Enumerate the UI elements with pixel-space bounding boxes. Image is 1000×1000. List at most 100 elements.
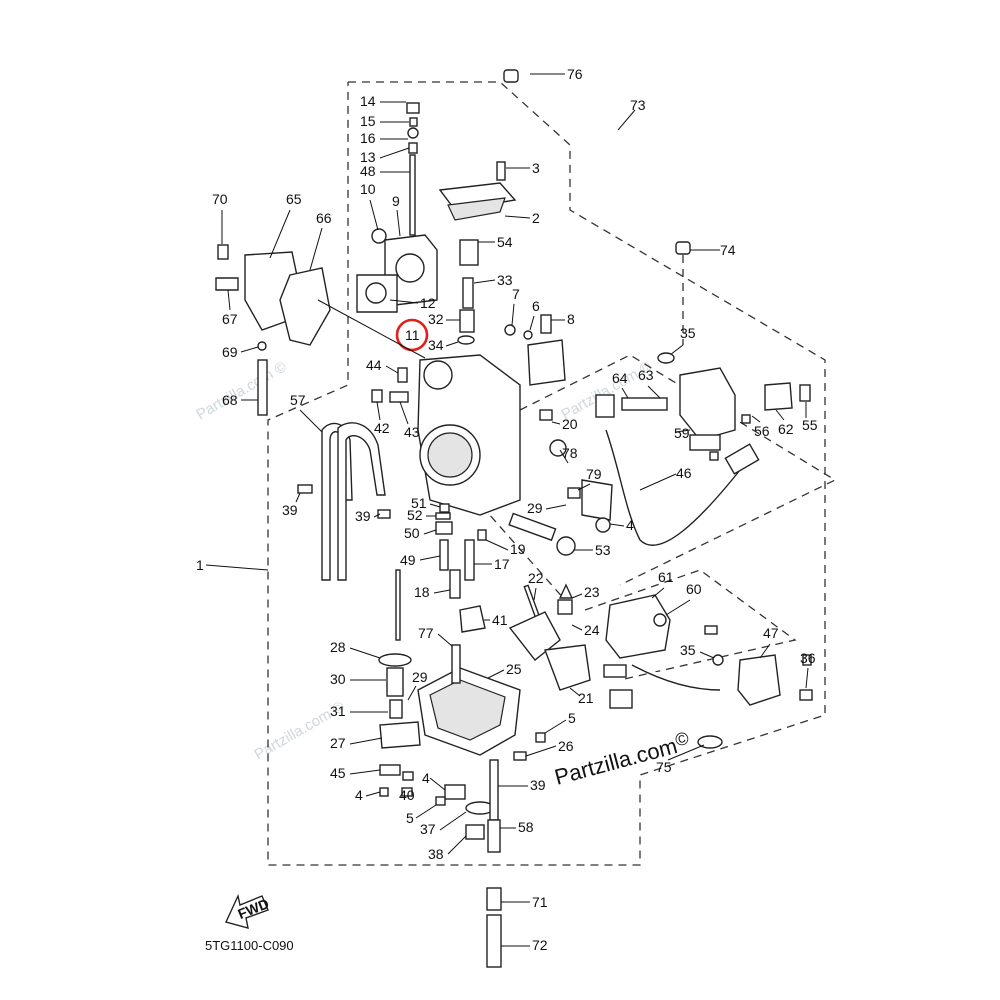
- callout-4-mid: 4: [422, 770, 430, 786]
- callout-78: 78: [562, 445, 578, 461]
- callout-60: 60: [686, 581, 702, 597]
- callout-56: 56: [754, 423, 770, 439]
- callout-39-mid: 39: [355, 508, 371, 524]
- callout-19: 19: [510, 541, 526, 557]
- callout-8: 8: [567, 311, 575, 327]
- float-bowl: [417, 644, 546, 853]
- callout-53: 53: [595, 542, 611, 558]
- jets-needles: [395, 503, 574, 641]
- side-cover-group: [215, 244, 331, 416]
- callout-23: 23: [584, 584, 600, 600]
- fwd-label: FWD: [236, 895, 272, 922]
- callout-42: 42: [374, 420, 390, 436]
- dashed-outline-sensor: [584, 569, 797, 681]
- dashed-link-body: [471, 494, 566, 601]
- fwd-arrow: FWD: [225, 893, 272, 929]
- callout-63: 63: [638, 367, 654, 383]
- callout-29-bottom: 29: [412, 669, 428, 685]
- callout-74: 74: [720, 242, 736, 258]
- callout-15: 15: [360, 113, 376, 129]
- callout-45: 45: [330, 765, 346, 781]
- callout-21: 21: [578, 690, 594, 706]
- callout-28: 28: [330, 639, 346, 655]
- callout-17: 17: [494, 556, 510, 572]
- callout-35-top: 35: [680, 325, 696, 341]
- watermark-1: Partzilla.com ©: [194, 358, 290, 423]
- callout-70: 70: [212, 191, 228, 207]
- callout-58: 58: [518, 819, 534, 835]
- callout-54: 54: [497, 234, 513, 250]
- callout-77: 77: [418, 625, 434, 641]
- callout-47: 47: [763, 625, 779, 641]
- callout-20: 20: [562, 416, 578, 432]
- callout-36: 36: [800, 650, 816, 666]
- callout-79: 79: [586, 466, 602, 482]
- drain-tubes: [486, 887, 502, 968]
- callout-66: 66: [316, 210, 332, 226]
- callout-32: 32: [428, 311, 444, 327]
- callout-67: 67: [222, 311, 238, 327]
- callout-72: 72: [532, 937, 548, 953]
- callout-64: 64: [612, 370, 628, 386]
- callout-69: 69: [222, 344, 238, 360]
- callout-4-bottom: 4: [355, 787, 363, 803]
- callout-11: 11: [405, 327, 420, 343]
- callout-1: 1: [196, 557, 204, 573]
- callout-43: 43: [404, 424, 420, 440]
- top-cover-group: [356, 102, 566, 386]
- callout-65: 65: [286, 191, 302, 207]
- callout-52: 52: [407, 507, 423, 523]
- accelerator-pump: [378, 653, 421, 797]
- callout-31: 31: [330, 703, 346, 719]
- callout-5-bottom: 5: [406, 810, 414, 826]
- callout-33: 33: [497, 272, 513, 288]
- callout-6: 6: [532, 298, 540, 314]
- callout-27: 27: [330, 735, 346, 751]
- callout-34: 34: [428, 337, 444, 353]
- callout-39-left: 39: [282, 502, 298, 518]
- callout-24: 24: [584, 622, 600, 638]
- throttle-sensor: [603, 594, 813, 709]
- callout-50: 50: [404, 525, 420, 541]
- callout-35-bottom: 35: [680, 642, 696, 658]
- callout-14: 14: [360, 93, 376, 109]
- callout-73: 73: [630, 97, 646, 113]
- callout-3: 3: [532, 160, 540, 176]
- highlight-ring: [395, 318, 429, 352]
- callout-75: 75: [656, 759, 672, 775]
- callout-76: 76: [567, 66, 583, 82]
- callout-46: 46: [676, 465, 692, 481]
- callout-62: 62: [778, 421, 794, 437]
- callout-13: 13: [360, 149, 376, 165]
- callout-51: 51: [411, 495, 427, 511]
- callout-18: 18: [414, 584, 430, 600]
- throttle-cam: [508, 611, 591, 691]
- callout-10: 10: [360, 181, 376, 197]
- callout-4-right: 4: [626, 517, 634, 533]
- callouts: 76 73 74 14 15 16 13 48 10 9 12 11 3 2 5…: [196, 66, 818, 953]
- callout-26: 26: [558, 738, 574, 754]
- callout-16: 16: [360, 130, 376, 146]
- callout-44: 44: [366, 357, 382, 373]
- callout-57: 57: [290, 392, 306, 408]
- callout-55: 55: [802, 417, 818, 433]
- callout-2: 2: [532, 210, 540, 226]
- dashed-outline-main: [267, 81, 826, 866]
- callout-68: 68: [222, 392, 238, 408]
- callout-48: 48: [360, 163, 376, 179]
- vent-tubes: [297, 422, 391, 581]
- callout-25: 25: [506, 661, 522, 677]
- callout-7: 7: [512, 286, 520, 302]
- callout-41: 41: [492, 612, 508, 628]
- callout-49: 49: [400, 552, 416, 568]
- callout-30: 30: [330, 671, 346, 687]
- carburetor-body: [371, 354, 553, 516]
- callout-12: 12: [420, 295, 436, 311]
- callout-59: 59: [674, 425, 690, 441]
- callout-39-bottom: 39: [530, 777, 546, 793]
- callout-71: 71: [532, 894, 548, 910]
- throttle-parts: [508, 367, 811, 556]
- brand-mark: Partzilla.com©: [552, 728, 723, 790]
- callout-9: 9: [392, 193, 400, 209]
